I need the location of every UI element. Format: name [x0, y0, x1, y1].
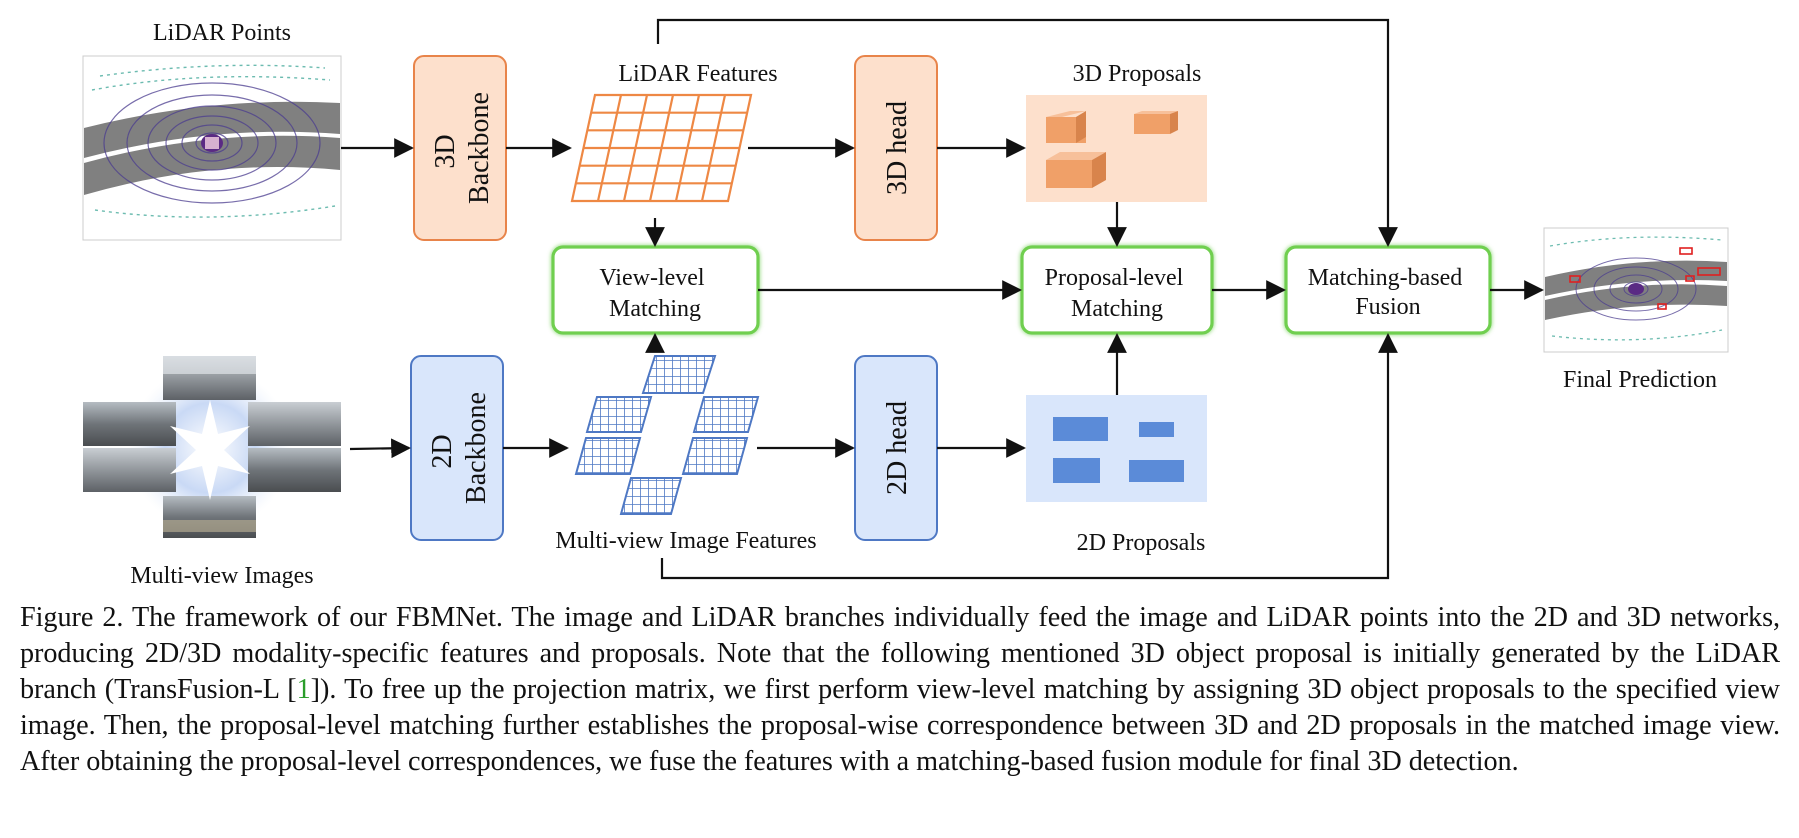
image-feature-grid-2 [585, 396, 653, 433]
final-prediction-label: Final Prediction [1563, 367, 1717, 393]
svg-text:Matching-based Fusion: Matching-based Fusion [1308, 265, 1469, 320]
caption-text-prefix: Figure 2. The framework of our FBMNet. T… [20, 602, 1780, 705]
proposal-matching-line2: Matching [1071, 296, 1163, 322]
proposal-2d-box-2 [1139, 422, 1174, 437]
arrows [341, 18, 1544, 580]
image-feature-grid-6 [619, 477, 683, 515]
framework-diagram: LiDAR Points 3D Backbone LiDAR Features [82, 18, 1729, 589]
proposal-3d-box-1 [1046, 111, 1086, 143]
citation-link[interactable]: 1 [296, 674, 311, 705]
proposals-3d-label: 3D Proposals [1073, 61, 1202, 87]
head-3d-label: 3D head [882, 101, 913, 195]
svg-text:2D Backbone: 2D Backbone [427, 392, 492, 504]
head-3d-block: 3D head [854, 55, 938, 241]
image-feature-grid-3 [692, 396, 760, 433]
image-feature-grid-1 [641, 355, 717, 394]
proposal-2d-box-1 [1053, 417, 1108, 441]
proposal-2d-box-3 [1053, 458, 1100, 483]
image-features-label: Multi-view Image Features [555, 528, 816, 554]
proposal-3d-box-3 [1046, 152, 1106, 188]
lidar-points-label: LiDAR Points [153, 20, 291, 46]
image-features-grids [574, 355, 760, 515]
svg-text:3D Backbone: 3D Backbone [430, 92, 495, 204]
view-level-matching-block: View-level Matching [551, 245, 760, 335]
backbone-3d-line1: 3D [430, 134, 461, 168]
multiview-images [83, 356, 341, 538]
lidar-features-grid [570, 93, 753, 203]
image-feature-grid-4 [574, 437, 642, 475]
matching-fusion-block: Matching-based Fusion [1284, 245, 1492, 335]
view-matching-line1: View-level [599, 265, 705, 291]
proposal-3d-box-2 [1134, 111, 1178, 134]
figure-caption: Figure 2. The framework of our FBMNet. T… [20, 600, 1780, 780]
proposals-2d-label: 2D Proposals [1077, 530, 1206, 556]
backbone-2d-block: 2D Backbone [410, 355, 504, 541]
proposals-3d-panel [1026, 95, 1207, 202]
backbone-2d-line2: Backbone [461, 392, 492, 504]
proposal-2d-box-4 [1129, 460, 1184, 482]
svg-text:View-level Matching: View-level Matching [599, 265, 710, 322]
fusion-line1: Matching-based [1308, 265, 1463, 291]
backbone-2d-line1: 2D [427, 434, 458, 468]
proposal-matching-line1: Proposal-level [1045, 265, 1184, 291]
caption-text-suffix: ]). To free up the projection matrix, we… [20, 674, 1780, 777]
proposal-level-matching-block: Proposal-level Matching [1020, 245, 1214, 335]
final-prediction-image [1543, 227, 1729, 353]
fusion-line2: Fusion [1355, 294, 1420, 320]
svg-text:Proposal-level Matching: Proposal-level Matching [1045, 265, 1190, 322]
proposals-2d-panel [1026, 395, 1207, 502]
backbone-3d-block: 3D Backbone [413, 55, 507, 241]
multiview-images-label: Multi-view Images [130, 563, 313, 589]
view-matching-line2: Matching [609, 296, 701, 322]
lidar-points-image [82, 55, 342, 241]
backbone-3d-line2: Backbone [464, 92, 495, 204]
head-2d-label: 2D head [882, 401, 913, 495]
head-2d-block: 2D head [854, 355, 938, 541]
lidar-features-label: LiDAR Features [618, 61, 777, 87]
image-feature-grid-5 [681, 437, 749, 475]
